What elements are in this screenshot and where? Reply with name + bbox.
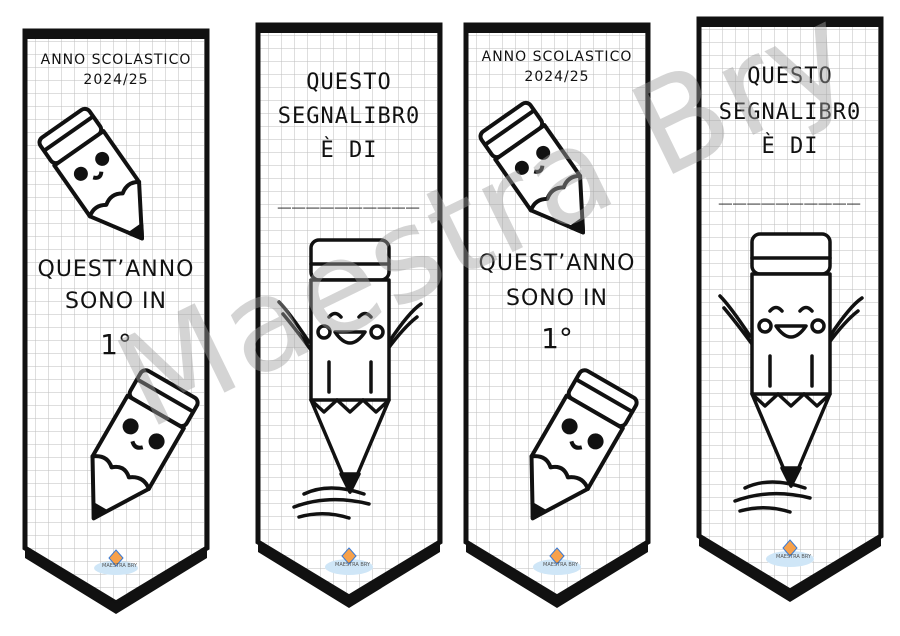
school-year-label: ANNO SCOLASTICO [40,52,192,68]
bookmark-4: QUESTO SEGNALIBR0 È DI __________ MAESTR… [696,16,884,612]
pencil-icon [478,100,586,235]
bookmark-1: ANNO SCOLASTICO 2024/25 QUEST’ANNO SONO … [22,28,210,618]
line2: SEGNALIBR0 [718,100,862,125]
bookmark-2: QUESTO SEGNALIBR0 È DI __________ MAESTR… [255,22,443,612]
line2: SONO IN [65,289,167,314]
school-year-label: ANNO SCOLASTICO [481,49,633,65]
line1: QUESTO [306,70,392,95]
grade: 1° [100,328,132,361]
pencil-icon [90,368,200,521]
logo-text: MAESTRA BRY [335,562,371,568]
happy-pencil-icon [277,238,423,520]
pencil-icon [529,368,639,521]
kite-logo-icon [533,547,581,575]
line2: SEGNALIBR0 [277,104,421,129]
bookmark-3: ANNO SCOLASTICO 2024/25 QUEST’ANNO SONO … [463,22,651,612]
school-year: 2024/25 [524,69,590,85]
line1: QUEST’ANNO [478,251,636,276]
pencil-icon [37,106,145,241]
line1: QUESTO [747,64,833,89]
school-year: 2024/25 [83,72,149,88]
name-line: __________ [718,180,862,205]
grade: 1° [541,322,573,355]
line3: È DI [761,134,819,159]
kite-logo-icon [94,549,138,575]
line1: QUEST’ANNO [37,257,195,282]
logo-text: MAESTRA BRY [543,562,579,568]
kite-logo-icon [325,547,373,575]
line2: SONO IN [506,286,608,311]
name-line: __________ [277,184,421,209]
kite-logo-icon [766,539,814,567]
logo-text: MAESTRA BRY [102,563,138,569]
happy-pencil-icon [718,232,864,514]
logo-text: MAESTRA BRY [776,554,812,560]
line3: È DI [320,138,378,163]
